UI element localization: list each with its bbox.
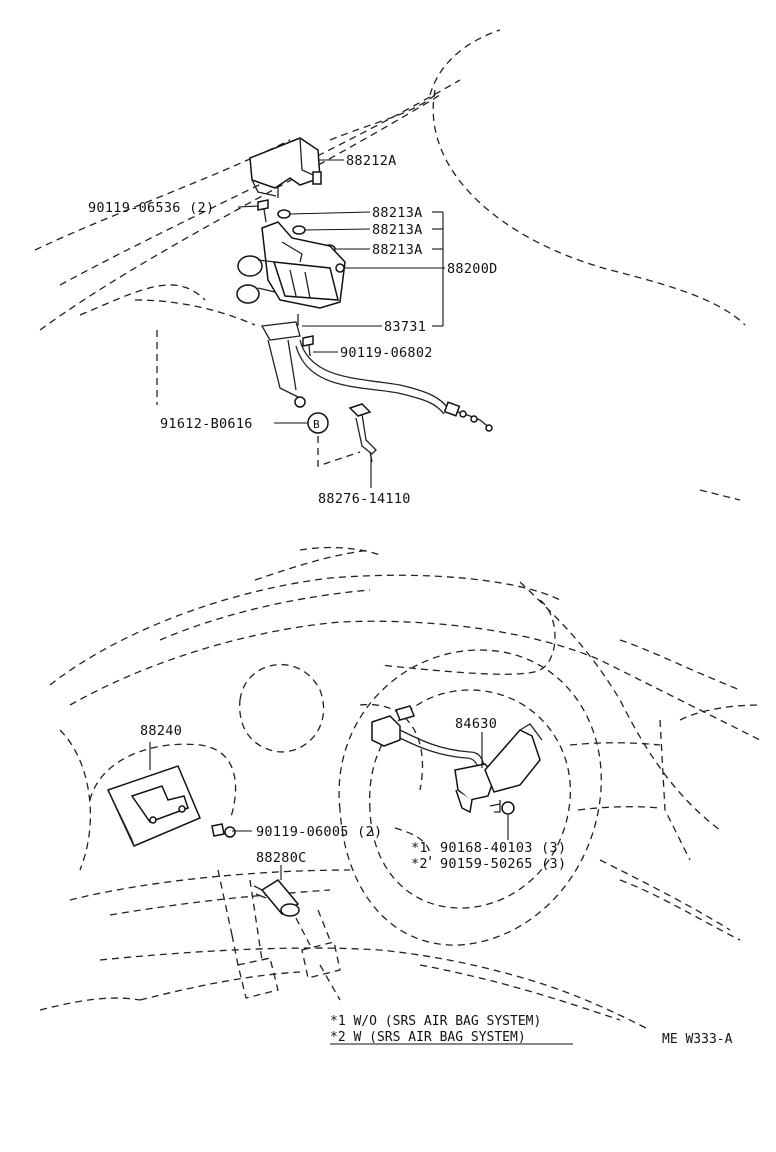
leader-lines-bottom: [149, 732, 573, 1045]
marker-b: B: [313, 418, 320, 431]
gauge-outlines: [89, 663, 325, 821]
actuator-cable: [295, 339, 493, 432]
label-90159-50265: 90159-50265 (3): [440, 856, 566, 872]
cable-clip-part: [348, 403, 377, 463]
dashboard-outline: [39, 489, 761, 1031]
label-88212a: 88212A: [346, 153, 397, 169]
label-88213a-2: 88213A: [372, 222, 423, 238]
footnote-1: *1 W/O (SRS AIR BAG SYSTEM): [330, 1014, 541, 1029]
label-88276-14110: 88276-14110: [318, 491, 411, 507]
marker-b-circle: [307, 412, 329, 434]
label-90119-06536: 90119-06536 (2): [88, 200, 214, 216]
cruise-switch-part: [371, 705, 543, 815]
label-88240: 88240: [140, 723, 182, 739]
label-90168-40103: 90168-40103 (3): [440, 840, 566, 856]
label-88200d: 88200D: [447, 261, 498, 277]
label-90119-06005: 90119-06005 (2): [256, 824, 382, 840]
label-84630: 84630: [455, 716, 497, 732]
actuator-cover-part: [249, 137, 322, 198]
label-88280c: 88280C: [256, 850, 307, 866]
pedal-outlines: [217, 869, 341, 999]
label-star2: *2: [411, 856, 428, 872]
steering-wheel-outline: [338, 649, 602, 946]
cruise-ecu-part: [106, 765, 201, 847]
label-88213a-1: 88213A: [372, 205, 423, 221]
label-88213a-3: 88213A: [372, 242, 423, 258]
leader-lines-top: [237, 159, 445, 488]
bolt-part-2: [302, 335, 314, 357]
label-90119-06802: 90119-06802: [340, 345, 433, 361]
engine-compartment-outline: [34, 29, 746, 405]
label-83731: 83731: [384, 319, 426, 335]
cruise-actuator-part: [236, 221, 346, 408]
bolt-part: [257, 199, 269, 223]
label-star1: *1: [411, 840, 428, 856]
label-91612-b0616: 91612-B0616: [160, 416, 253, 432]
ecu-bolt-part: [211, 823, 236, 838]
diagram-code: ME W333-A: [662, 1032, 733, 1047]
stop-light-switch-part: [253, 879, 300, 917]
footnote-2: *2 W (SRS AIR BAG SYSTEM): [330, 1030, 526, 1045]
